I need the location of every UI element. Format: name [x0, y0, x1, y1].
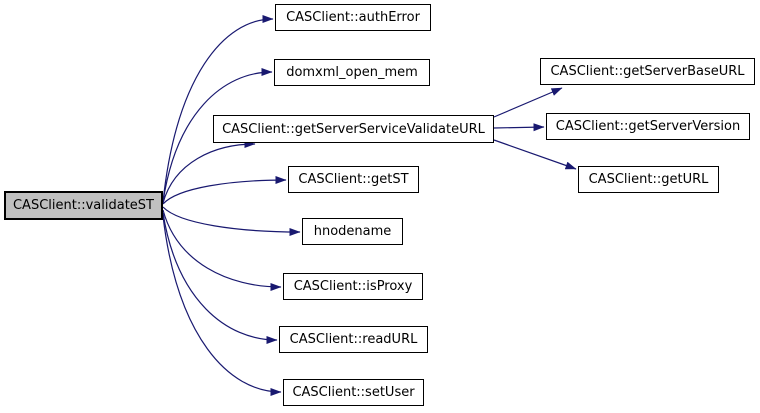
node-domxml_open_mem[interactable]: domxml_open_mem	[274, 59, 430, 86]
node-isProxy[interactable]: CASClient::isProxy	[283, 273, 423, 300]
node-getServerServiceValidateURL[interactable]: CASClient::getServerServiceValidateURL	[213, 115, 494, 143]
edge-validateST-to-getST	[162, 176, 287, 205]
node-getST[interactable]: CASClient::getST	[288, 166, 419, 193]
edge-validateST-to-hnodename	[162, 206, 301, 236]
edge-validateST-to-isProxy	[162, 209, 282, 291]
edge-validateST-to-getServerServiceValidateURL	[162, 140, 256, 204]
edge-validateST-to-setUser	[162, 215, 282, 396]
node-setUser[interactable]: CASClient::setUser	[283, 379, 424, 406]
edge-getServerServiceValidateURL-to-getServerVersion	[493, 123, 545, 132]
node-authError[interactable]: CASClient::authError	[275, 4, 431, 31]
node-getURL[interactable]: CASClient::getURL	[578, 166, 719, 193]
node-readURL[interactable]: CASClient::readURL	[279, 326, 428, 353]
node-validateST: CASClient::validateST	[4, 191, 163, 220]
edge-validateST-to-readURL	[162, 212, 278, 344]
node-getServerBaseURL[interactable]: CASClient::getServerBaseURL	[540, 58, 755, 85]
node-getServerVersion[interactable]: CASClient::getServerVersion	[546, 113, 750, 140]
edge-getServerServiceValidateURL-to-getURL	[493, 139, 577, 170]
edge-getServerServiceValidateURL-to-getServerBaseURL	[493, 87, 563, 118]
edges-group	[162, 15, 577, 396]
edge-validateST-to-authError	[162, 15, 274, 203]
edge-validateST-to-domxml_open_mem	[162, 68, 273, 203]
node-hnodename[interactable]: hnodename	[302, 218, 403, 245]
